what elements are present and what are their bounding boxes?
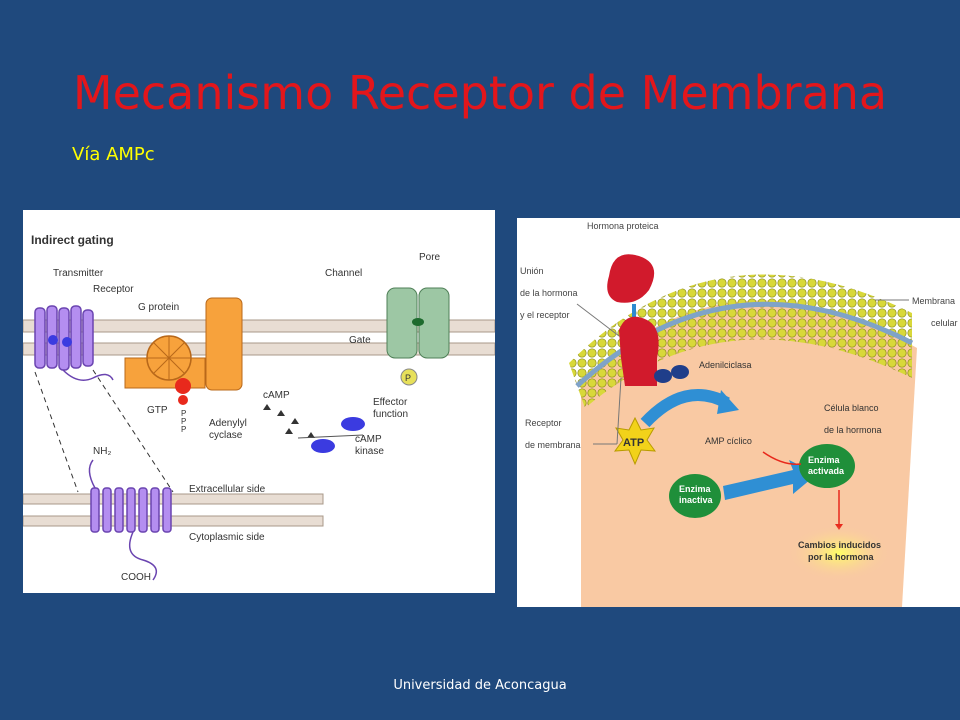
enzima-activada-label: activada [808,466,845,476]
camp-kinase-label: kinase [355,446,384,457]
camp-molecules [263,404,315,438]
extracellular-label: Extracellular side [189,484,266,495]
union-label: de la hormona [520,288,578,298]
hormona-proteica-label: Hormona proteica [587,221,659,231]
cyclase-label: cyclase [209,430,243,441]
hormone-shape [607,254,655,303]
gate-shape [412,318,424,326]
receptor-helix-row [90,487,172,533]
adenylyl-label: Adenylyl [209,418,247,429]
slide-subtitle: Vía AMPc [72,144,155,165]
active-enzyme [799,444,855,488]
zoom-line [92,369,174,493]
hormone-camp-diagram: ATP Enzima inactiva Enzima activada Camb… [517,218,960,607]
union-pointer [576,303,620,337]
cooh-tail [128,531,158,581]
footer-text: Universidad de Aconcagua [393,678,567,693]
nh2-label: NH₂ [93,446,111,457]
indirect-gating-diagram: Indirect gating Transmitter Receptor G p… [22,210,496,593]
nh2-tail [88,459,96,489]
gtp-dot [175,378,191,394]
kinase-link [297,434,364,439]
membrane-band [569,274,912,408]
celula-blanco-label: de la hormona [824,425,882,435]
membrana-label: Membrana [912,296,955,306]
receptor-label: de membrana [525,440,581,450]
adenilciclasa-shape [671,365,689,379]
heading-label: Indirect gating [31,233,114,247]
phosphate-label: P [181,417,186,426]
membrana-label: celular [931,318,958,328]
indirect-gating-svg: Indirect gating Transmitter Receptor G p… [22,233,496,583]
hormone-camp-svg: ATP Enzima inactiva Enzima activada Camb… [520,221,958,607]
membrane-receptor-shape [619,316,659,386]
amp-ciclico-label: AMP cíclico [705,436,752,446]
celula-blanco-label: Célula blanco [824,403,879,413]
g-protein-spokes [147,336,191,380]
activation-arrow [723,460,817,500]
adenilciclasa-shape [654,369,672,383]
phosphate-badge-label: P [405,373,411,383]
atp-label: ATP [623,437,644,449]
adenilciclasa-label: Adenilciclasa [699,360,752,370]
effector-label: function [373,409,408,420]
receptor-label: Receptor [93,284,134,295]
union-label: y el receptor [520,310,570,320]
receptor-pointer [616,377,622,445]
adenylyl-cyclase-shape [205,297,243,391]
camp-kinase-label: cAMP [355,434,382,445]
transmitter-label: Transmitter [53,268,104,279]
cytoplasmic-label: Cytoplasmic side [189,532,265,543]
enzima-inactiva-label: Enzima [679,484,712,494]
conversion-arrowhead [717,390,739,414]
membrane-tails [575,301,914,388]
enzima-activada-label: Enzima [808,455,841,465]
conversion-arrow [640,389,730,428]
camp-to-enzyme-arrow [762,451,802,465]
g-protein-label: G protein [138,302,179,313]
cooh-label: COOH [121,572,151,583]
phosphate-badge [400,368,418,386]
receptor-label: Receptor [525,418,562,428]
zoom-line [34,371,79,493]
cambios-glow [787,525,891,581]
union-label: Unión [520,266,544,276]
inactive-enzyme [669,474,721,518]
channel-label: Channel [325,268,362,279]
enzima-inactiva-label: inactiva [679,495,714,505]
phosphate-label: P [181,409,186,418]
gate-label: Gate [349,335,371,346]
membrane-bottom-outer [22,493,324,505]
gtp-dot [178,395,188,405]
cambios-label: Cambios inducidos [798,540,881,550]
membrane-bottom-inner [22,515,324,527]
transmitter-dot [62,337,72,347]
camp-label: cAMP [263,390,290,401]
cambios-label: por la hormona [808,552,874,562]
receptor-tail [62,369,114,381]
phosphate-label: P [181,425,186,434]
kinase-subunit [341,417,365,431]
atp-star [613,416,657,466]
slide-title: Mecanismo Receptor de Membrana [72,66,888,120]
kinase-subunit [311,439,335,453]
effector-label: Effector [373,397,408,408]
transmitter-dot [48,335,58,345]
gtp-label: GTP [147,405,168,416]
pore-label: Pore [419,252,441,263]
